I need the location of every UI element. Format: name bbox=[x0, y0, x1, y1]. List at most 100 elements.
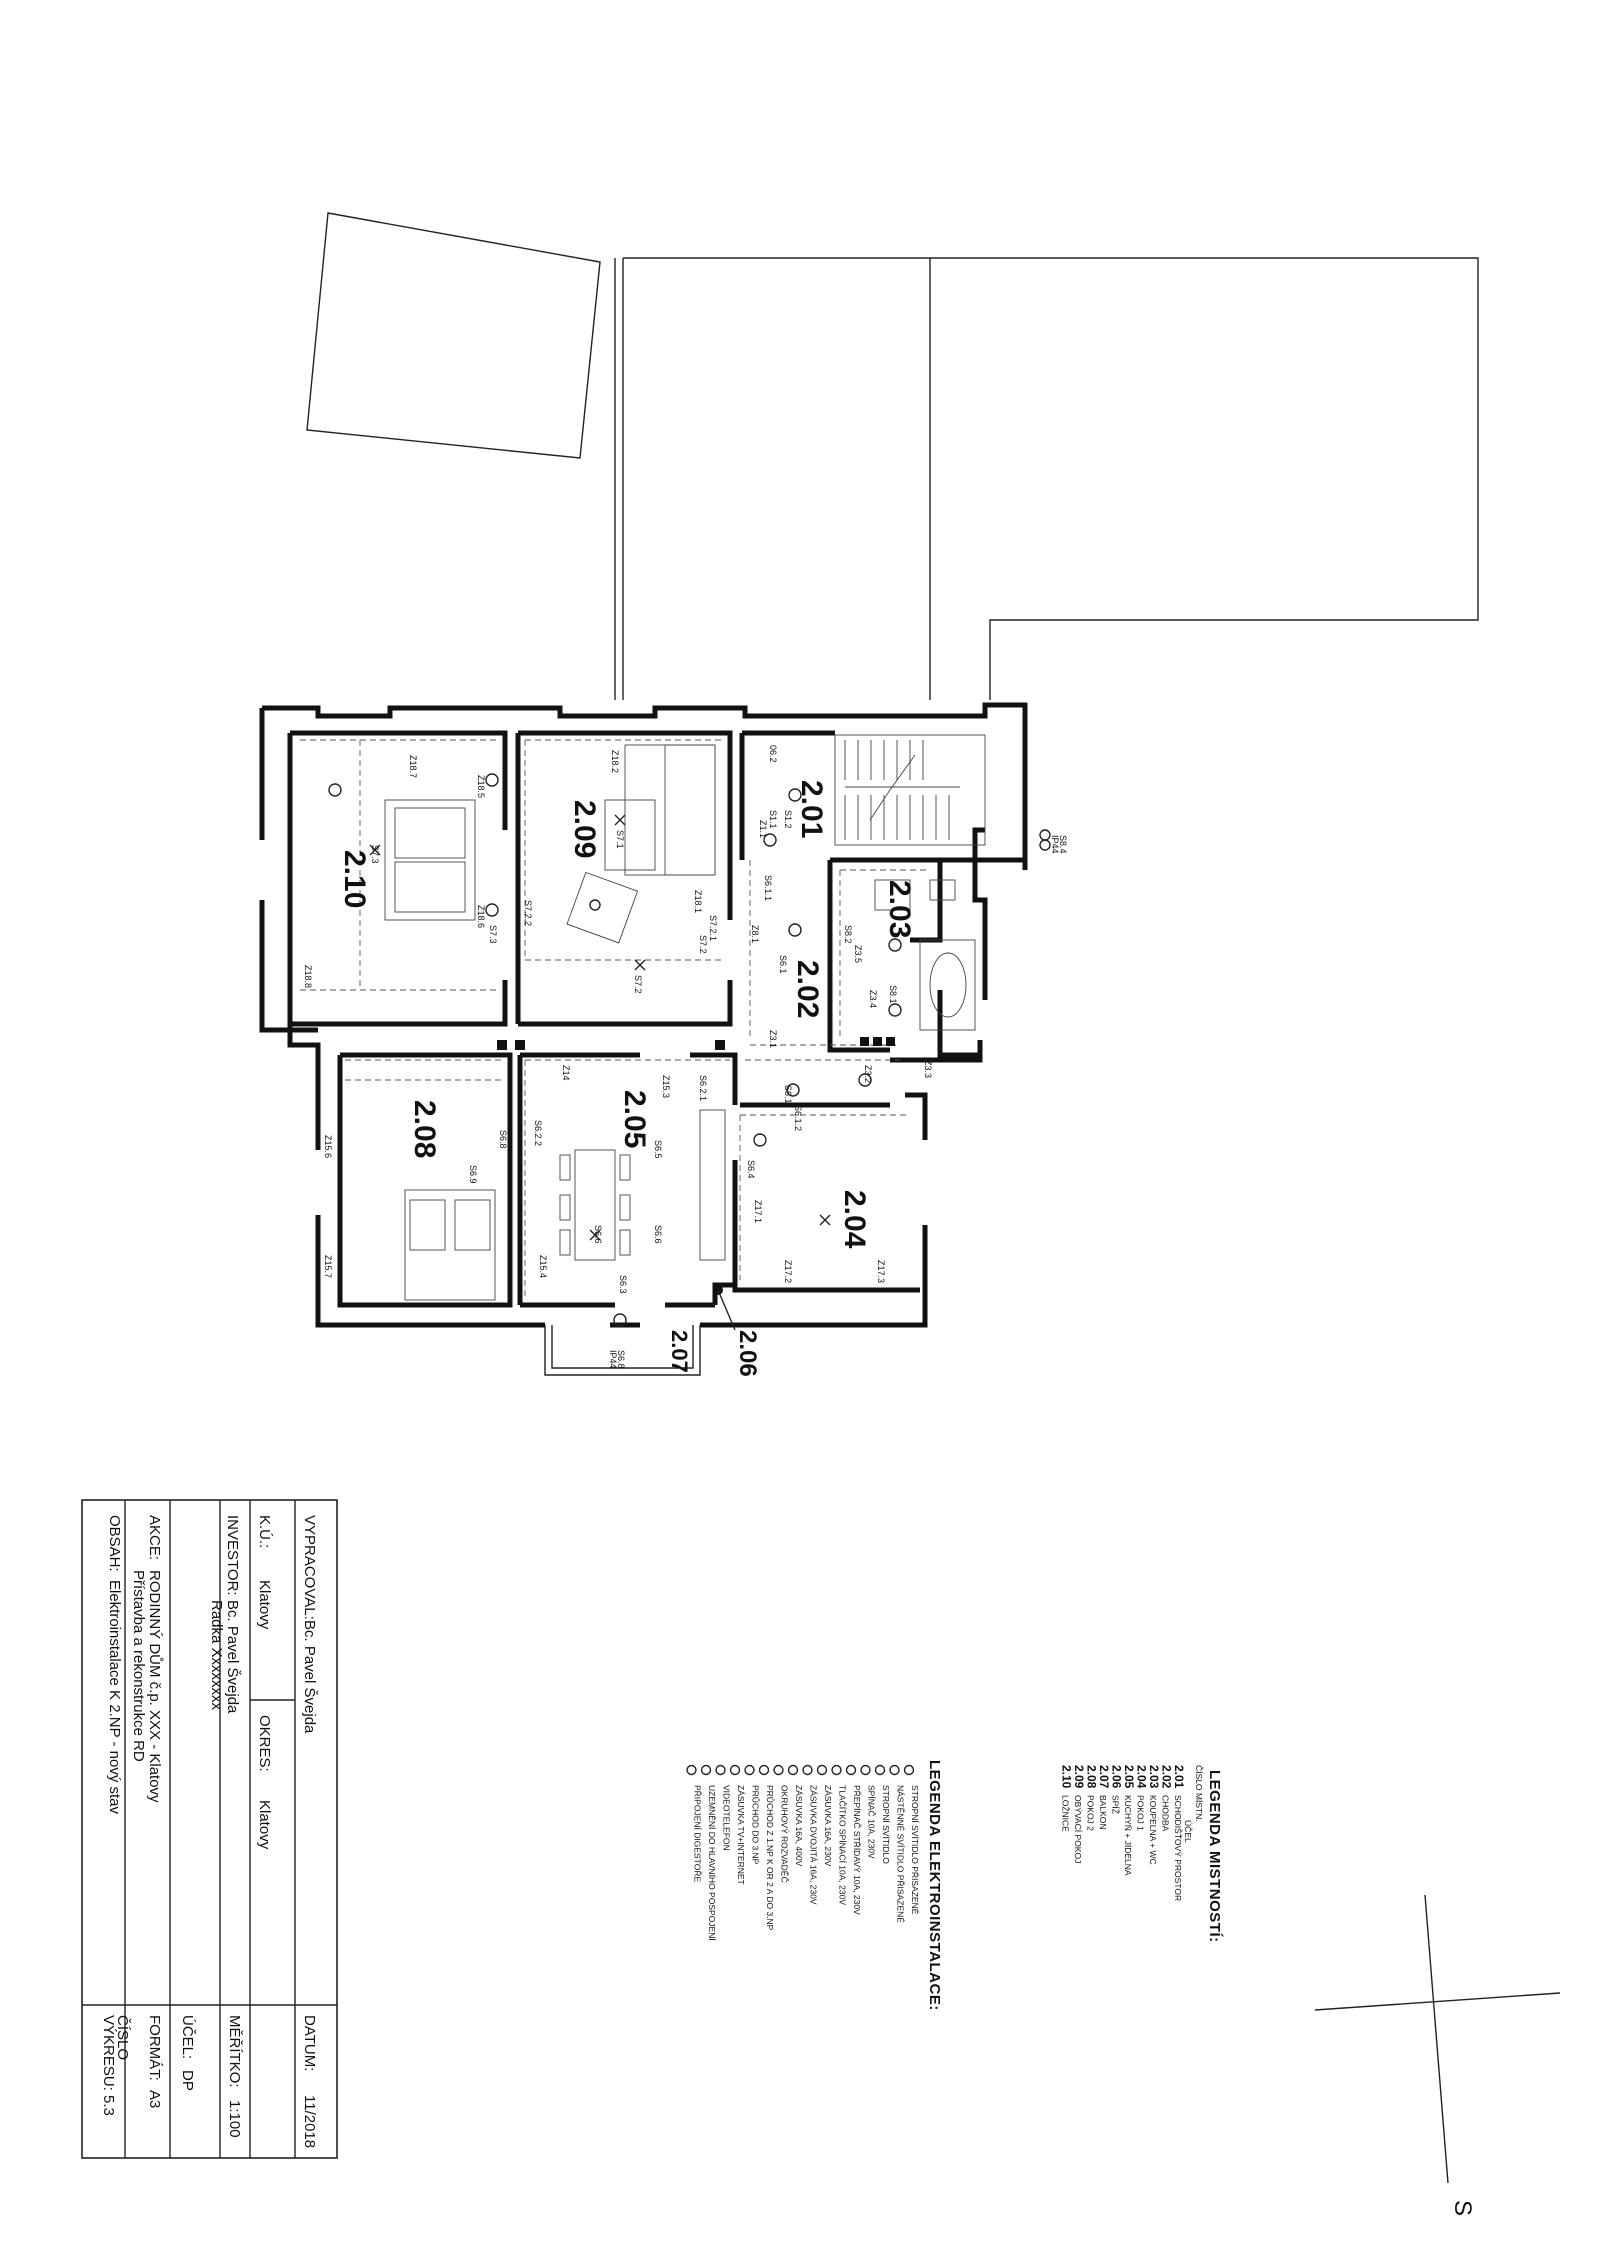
room-legend-purpose: POKOJ 1 bbox=[1136, 1795, 1146, 1831]
svg-text:Z18.5: Z18.5 bbox=[476, 775, 486, 798]
svg-text:S6.1: S6.1 bbox=[778, 955, 788, 974]
svg-text:Z3.1: Z3.1 bbox=[768, 1030, 778, 1048]
svg-text:Z3.4: Z3.4 bbox=[868, 990, 878, 1008]
svg-text:Z8.1: Z8.1 bbox=[750, 925, 760, 943]
room-legend-purpose: SCHODIŠŤOVÝ PROSTOR bbox=[1173, 1795, 1183, 1901]
vypracoval-value: Bc. Pavel Švejda bbox=[301, 1620, 318, 1734]
vypracoval-label: VYPRACOVAL: bbox=[301, 1515, 318, 1620]
svg-text:S6.5: S6.5 bbox=[653, 1140, 663, 1159]
double-socket-icon bbox=[802, 1764, 813, 1776]
svg-text:S6.2.1: S6.2.1 bbox=[698, 1075, 708, 1101]
svg-text:S6.6: S6.6 bbox=[653, 1225, 663, 1244]
room-legend-number: 2.06 bbox=[1110, 1765, 1124, 1789]
svg-text:Z18.2: Z18.2 bbox=[610, 750, 620, 773]
svg-text:Z15.6: Z15.6 bbox=[323, 1135, 333, 1158]
svg-text:Z18.8: Z18.8 bbox=[303, 965, 313, 988]
socket-icon bbox=[816, 1764, 828, 1776]
ku-value: Klatovy bbox=[256, 1580, 273, 1630]
room-number-2-04: 2.04 bbox=[838, 1190, 871, 1249]
room-legend-purpose: OBÝVACÍ POKOJ bbox=[1073, 1795, 1083, 1863]
title-block: VYPRACOVAL: Bc. Pavel Švejda DATUM: 11/2… bbox=[81, 1499, 338, 2159]
ucel-label: ÚČEL: bbox=[179, 2015, 196, 2059]
videophone-icon bbox=[715, 1764, 726, 1776]
svg-text:S6.4: S6.4 bbox=[746, 1160, 756, 1179]
room-legend-purpose: BALKON bbox=[1098, 1795, 1108, 1830]
electro-legend-item: NÁSTĚNNÉ SVÍTIDLO PŘISAZENÉ bbox=[896, 1785, 906, 1923]
svg-text:S6.1.1: S6.1.1 bbox=[763, 875, 773, 901]
svg-text:S6.2.2: S6.2.2 bbox=[533, 1120, 543, 1146]
svg-text:S7.2.2: S7.2.2 bbox=[523, 900, 533, 926]
format-value: A3 bbox=[146, 2090, 163, 2108]
electro-legend: LEGENDA ELEKTROINSTALACE: STROPNÍ SVÍTID… bbox=[686, 1760, 943, 2011]
svg-text:S6.3: S6.3 bbox=[618, 1275, 628, 1294]
svg-text:Z17.2: Z17.2 bbox=[783, 1260, 793, 1283]
electro-legend-item: ZÁSUVKA 16A, 400V bbox=[794, 1785, 804, 1867]
okres-value: Klatovy bbox=[256, 1800, 273, 1850]
socket-400v-icon bbox=[787, 1764, 799, 1776]
svg-text:Z15.7: Z15.7 bbox=[323, 1255, 333, 1278]
svg-text:Z17.1: Z17.1 bbox=[753, 1200, 763, 1223]
svg-text:06.2: 06.2 bbox=[768, 745, 778, 763]
changeover-switch-icon bbox=[845, 1764, 857, 1776]
room-legend-number: 2.05 bbox=[1122, 1765, 1136, 1789]
room-number-2-05: 2.05 bbox=[618, 1090, 651, 1148]
svg-text:S1.1: S1.1 bbox=[768, 810, 778, 829]
electro-legend-item: ZÁSUVKA DVOJITÁ 16A, 230V bbox=[809, 1785, 819, 1905]
room-number-2-10: 2.10 bbox=[338, 850, 371, 908]
vykresu-label: VÝKRESU: bbox=[100, 2015, 117, 2091]
svg-text:S6.8: S6.8 bbox=[616, 1350, 626, 1369]
akce-value-1: RODINNÝ DŮM č.p. XXX - Klatovy bbox=[146, 1570, 164, 1803]
electro-legend-item: UZEMNĚNÍ DO HLAVNÍHO POSPOJENÍ bbox=[707, 1785, 717, 1941]
distribution-board-icon bbox=[773, 1764, 784, 1776]
vykresu-value: 5.3 bbox=[100, 2095, 117, 2116]
meritko-value: 1:100 bbox=[226, 2100, 243, 2138]
passage-icon bbox=[744, 1764, 755, 1776]
room-legend-number: 2.09 bbox=[1072, 1765, 1086, 1789]
svg-text:S7.2: S7.2 bbox=[698, 935, 708, 954]
obsah-label: OBSAH: bbox=[106, 1515, 123, 1572]
electro-legend-rows: STROPNÍ SVÍTIDLO PŘISAZENÉ NÁSTĚNNÉ SVÍTI… bbox=[686, 1764, 920, 1941]
electro-legend-item: STROPNÍ SVÍTIDLO PŘISAZENÉ bbox=[910, 1785, 920, 1915]
room-legend-number: 2.01 bbox=[1172, 1765, 1186, 1789]
room-legend-number: 2.02 bbox=[1160, 1765, 1174, 1789]
svg-text:S1.2: S1.2 bbox=[783, 810, 793, 829]
room-legend-purpose: POKOJ 2 bbox=[1086, 1795, 1096, 1831]
svg-text:Z17.3: Z17.3 bbox=[876, 1260, 886, 1283]
room-number-2-07: 2.07 bbox=[667, 1330, 692, 1373]
room-legend-purpose: LOŽNICE bbox=[1061, 1795, 1071, 1832]
svg-text:S7.2.1: S7.2.1 bbox=[708, 915, 718, 941]
svg-text:Z1.1: Z1.1 bbox=[758, 820, 768, 838]
room-legend-number: 2.10 bbox=[1060, 1765, 1074, 1789]
room-legend-col-purpose: ÚČEL bbox=[1183, 1820, 1193, 1843]
electro-legend-item: STROPNÍ SVÍTIDLO bbox=[881, 1785, 891, 1864]
datum-label: DATUM: bbox=[301, 2015, 318, 2071]
north-arrow-letter: S bbox=[1449, 2200, 1476, 2216]
svg-text:Z14: Z14 bbox=[561, 1065, 571, 1081]
electro-legend-item: ZÁSUVKA TV+INTERNET bbox=[736, 1785, 746, 1885]
grounding-icon bbox=[700, 1764, 712, 1776]
electro-legend-item: ZÁSUVKA 16A, 230V bbox=[823, 1785, 833, 1867]
room-legend-number: 2.08 bbox=[1085, 1765, 1099, 1789]
svg-text:Z18.7: Z18.7 bbox=[408, 755, 418, 778]
akce-value-2: Přístavba a rekonstrukce RD bbox=[130, 1570, 147, 1762]
svg-text:S8.4: S8.4 bbox=[1058, 835, 1068, 854]
electro-legend-item: VIDEOTELEFON bbox=[722, 1785, 732, 1851]
svg-text:S6.1.2: S6.1.2 bbox=[793, 1105, 803, 1131]
hood-connection-icon bbox=[686, 1764, 697, 1776]
room-legend-col-number: ČÍSLO MÍSTN. bbox=[1194, 1765, 1204, 1822]
datum-value: 11/2018 bbox=[301, 2095, 318, 2148]
roof-outline bbox=[306, 212, 1479, 700]
tv-socket-icon bbox=[729, 1764, 741, 1776]
ceiling-light-recessed-icon bbox=[903, 1764, 915, 1776]
svg-text:S7.3: S7.3 bbox=[370, 845, 380, 864]
akce-label: AKCE: bbox=[146, 1515, 163, 1560]
svg-text:Z18.1: Z18.1 bbox=[693, 890, 703, 913]
svg-text:S6.9: S6.9 bbox=[468, 1165, 478, 1184]
svg-text:S7.3: S7.3 bbox=[488, 925, 498, 944]
room-number-2-08: 2.08 bbox=[408, 1100, 441, 1158]
svg-text:S6.8: S6.8 bbox=[498, 1130, 508, 1149]
room-legend-title: LEGENDA MISTNOSTÍ: bbox=[1206, 1770, 1223, 1943]
electro-legend-item: TLAČÍTKO SPÍNACÍ 10A, 230V bbox=[838, 1785, 848, 1905]
electro-legend-item: PRŮCHOD DO 3.NP bbox=[751, 1785, 762, 1865]
